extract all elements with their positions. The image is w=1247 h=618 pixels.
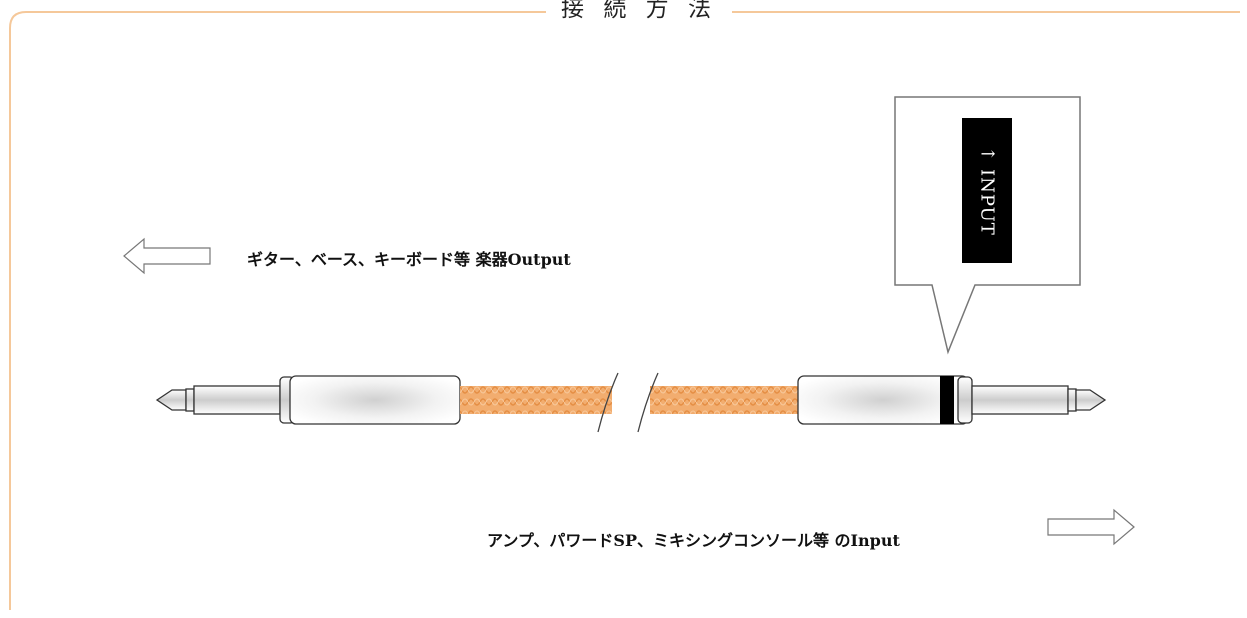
cable-break-mark [597, 372, 619, 433]
input-marker-text: ↑ INPUT [976, 145, 998, 236]
page-title: 接 続 方 法 [546, 0, 732, 26]
frame-border [9, 11, 1240, 610]
input-marker-label: ↑ INPUT [962, 118, 1012, 263]
cable-right [640, 386, 800, 414]
output-label: ギター、ベース、キーボード等 楽器Output [247, 250, 571, 269]
input-arrow-icon [1047, 508, 1135, 546]
input-label: アンプ、パワードSP、ミキシングコンソール等 のInput [487, 531, 900, 550]
left-plug [155, 375, 461, 425]
cable-left [460, 386, 620, 414]
right-plug [797, 375, 1107, 425]
output-arrow-icon [123, 237, 211, 275]
